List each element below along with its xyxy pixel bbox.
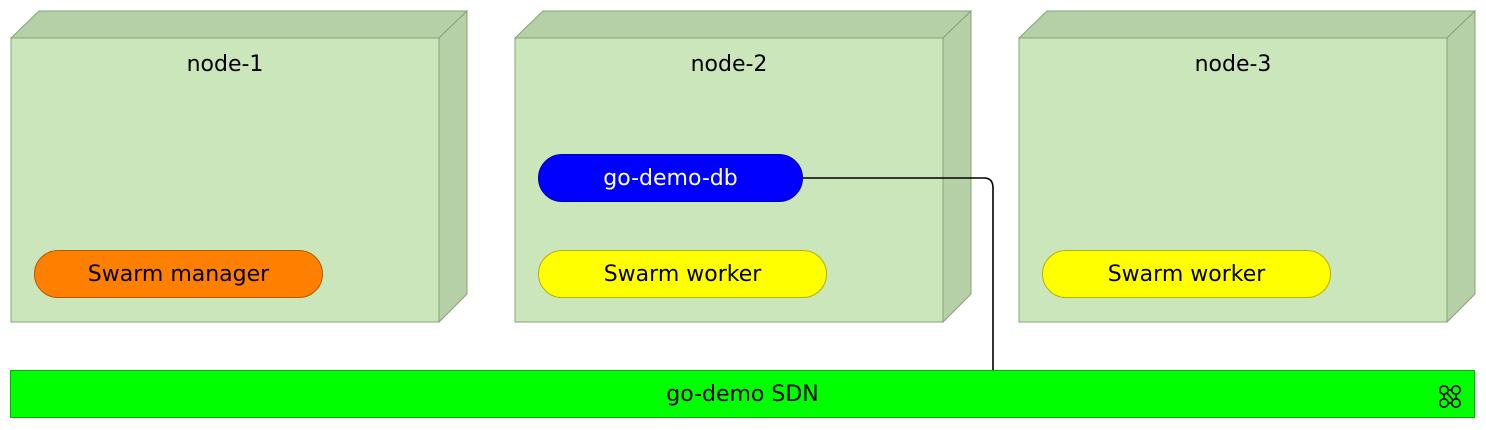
node-1-title: node-1 — [186, 52, 264, 77]
swarm-worker-service-node-3[interactable]: Swarm worker — [1042, 250, 1331, 298]
swarm-manager-service[interactable]: Swarm manager — [34, 250, 323, 298]
go-demo-db-service[interactable]: go-demo-db — [538, 154, 803, 202]
node-3-title: node-3 — [1194, 52, 1272, 77]
swarm-worker-service-node-2[interactable]: Swarm worker — [538, 250, 827, 298]
go-demo-sdn-network[interactable]: go-demo SDN — [10, 370, 1475, 418]
node-2-title: node-2 — [690, 52, 768, 77]
network-label: go-demo SDN — [666, 381, 819, 407]
network-icon — [1439, 385, 1461, 408]
